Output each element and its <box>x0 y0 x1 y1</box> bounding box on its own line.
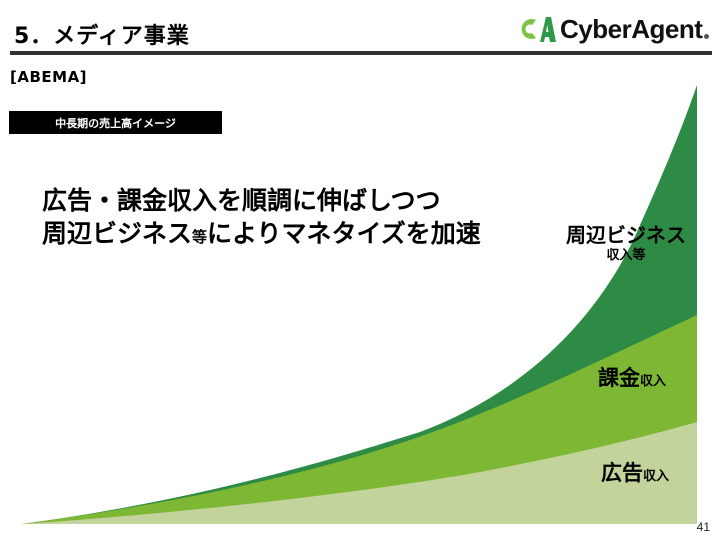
label-kakin-suffix: 収入 <box>640 374 667 389</box>
section-title: 5．メディア事業 <box>14 24 190 49</box>
label-business: 周辺ビジネス 収入等 <box>566 223 686 265</box>
label-koukoku-suffix: 収入 <box>643 469 670 484</box>
headline-line2-part1: 周辺ビジネス <box>42 219 193 248</box>
label-koukoku-main: 広告 <box>601 461 643 485</box>
headline-line2: 周辺ビジネス等によりマネタイズを加速 <box>42 217 481 254</box>
label-kakin-main: 課金 <box>598 366 640 390</box>
logo-dot <box>704 33 710 39</box>
label-koukoku: 広告収入 <box>601 457 669 487</box>
headline-line1: 広告・課金収入を順調に伸ばしつつ <box>42 186 441 215</box>
headline-line2-small: 等 <box>192 228 208 246</box>
ca-logo-icon <box>518 14 556 44</box>
chart-caption-box: 中長期の売上高イメージ <box>9 111 222 134</box>
label-kakin: 課金収入 <box>598 362 666 392</box>
headline-line2-part2: によりマネタイズを加速 <box>207 219 481 248</box>
headline: 広告・課金収入を順調に伸ばしつつ 周辺ビジネス等によりマネタイズを加速 <box>42 184 481 254</box>
subsection-title: [ABEMA] <box>10 68 88 86</box>
logo-text: CyberAgent <box>560 13 703 44</box>
page-number: 41 <box>696 520 710 534</box>
cyberagent-logo: CyberAgent <box>518 12 710 46</box>
area-koukoku <box>22 422 697 524</box>
header-rule <box>10 51 712 55</box>
label-business-main: 周辺ビジネス <box>566 223 686 247</box>
chart-caption: 中長期の売上高イメージ <box>55 116 176 130</box>
label-business-sub: 収入等 <box>606 248 646 263</box>
